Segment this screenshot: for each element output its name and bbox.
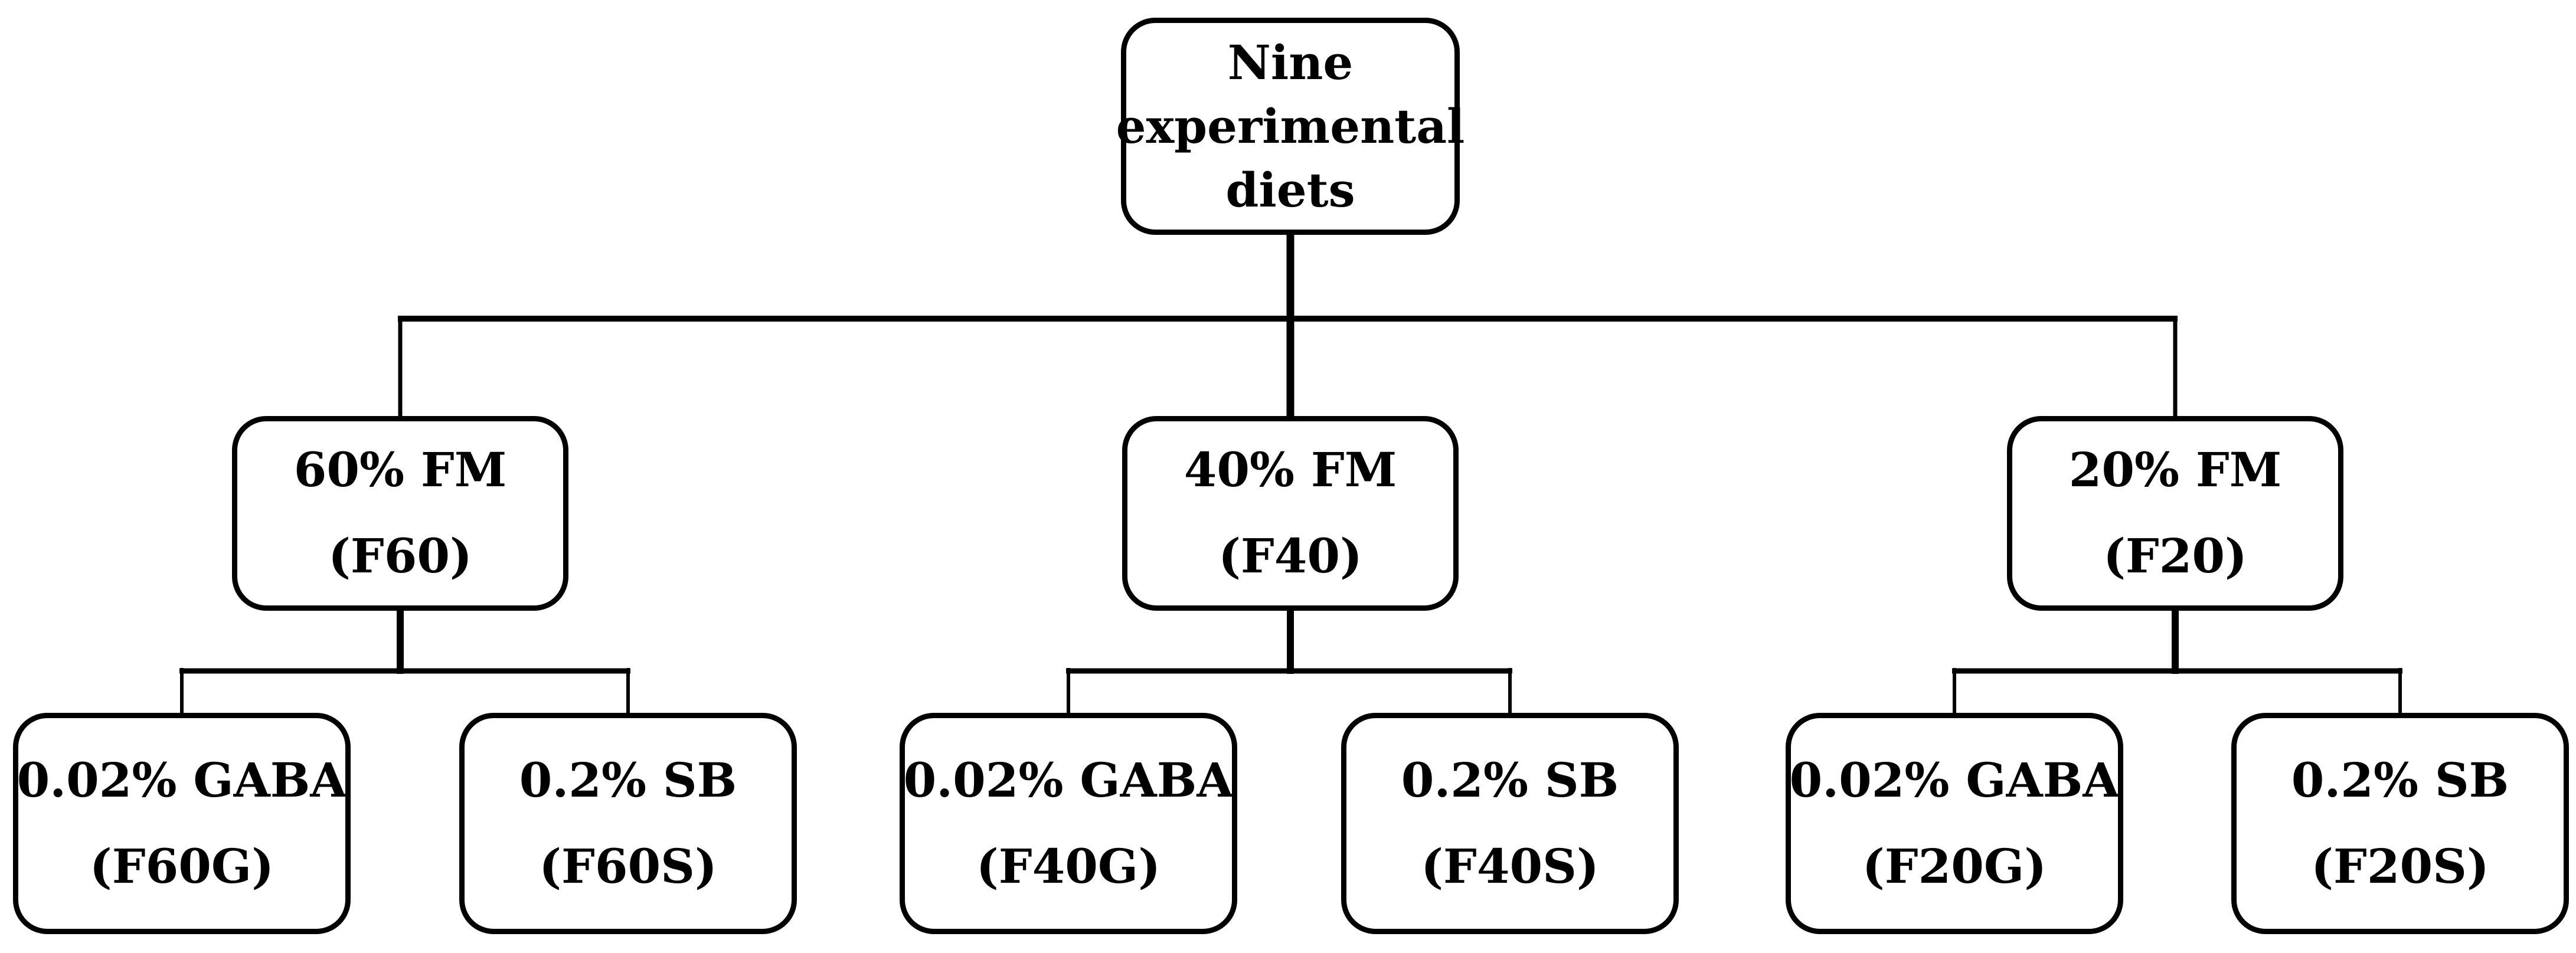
node-f40-label: 40% FM [1184, 442, 1397, 498]
node-f20-code: (F20) [2103, 528, 2247, 584]
node-f60s-code: (F60S) [539, 838, 717, 894]
node-f40s: 0.2% SB (F40S) [1341, 713, 1679, 934]
node-f40-code: (F40) [1218, 528, 1362, 584]
node-f20s-label: 0.2% SB [2291, 752, 2509, 808]
root-line-2: experimental [1116, 99, 1465, 154]
node-f20g: 0.02% GABA (F20G) [1786, 713, 2123, 934]
node-nine-experimental-diets: Nine experimental diets [1116, 18, 1464, 235]
node-f40g-code: (F40G) [976, 838, 1161, 894]
root-line-3: diets [1225, 162, 1355, 218]
node-f20-label: 20% FM [2068, 442, 2282, 498]
node-f40s-code: (F40S) [1421, 838, 1599, 894]
node-f20g-code: (F20G) [1862, 838, 2047, 894]
node-f40s-label: 0.2% SB [1401, 752, 1619, 808]
node-f60-label: 60% FM [293, 442, 507, 498]
node-f20: 20% FM (F20) [2007, 416, 2343, 611]
node-f40g: 0.02% GABA (F40G) [900, 713, 1237, 934]
node-f60-code: (F60) [328, 528, 472, 584]
node-f60s: 0.2% SB (F60S) [459, 713, 797, 934]
node-f60s-label: 0.2% SB [519, 752, 737, 808]
node-f20g-label: 0.02% GABA [1789, 752, 2120, 808]
node-f20s: 0.2% SB (F20S) [2231, 713, 2569, 934]
node-f60: 60% FM (F60) [232, 416, 568, 611]
root-line-1: Nine [1227, 35, 1354, 90]
node-f20s-code: (F20S) [2311, 838, 2489, 894]
node-f60g: 0.02% GABA (F60G) [13, 713, 351, 934]
node-f60g-code: (F60G) [89, 838, 274, 894]
node-f60g-label: 0.02% GABA [17, 752, 347, 808]
node-f40g-label: 0.02% GABA [903, 752, 1234, 808]
node-f40: 40% FM (F40) [1122, 416, 1459, 611]
